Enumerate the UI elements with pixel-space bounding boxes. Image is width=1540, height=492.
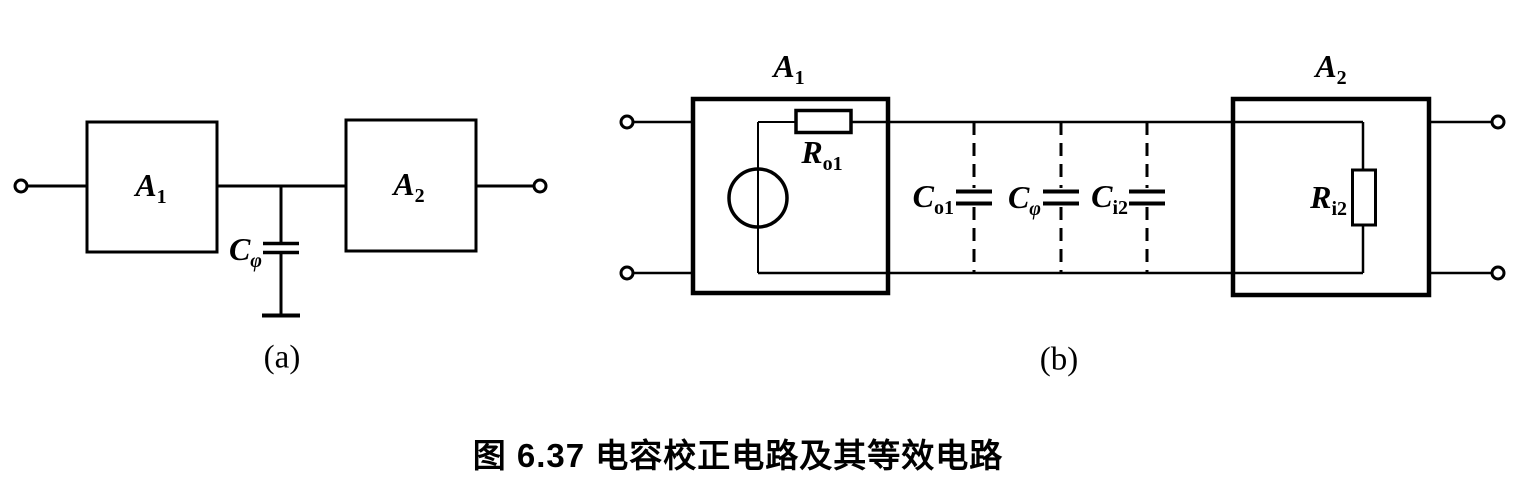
label-main: C — [912, 178, 934, 214]
subfigure-b — [619, 96, 1506, 298]
label-main: R — [801, 134, 823, 170]
label-cphi-capacitor-b: Cφ — [1008, 181, 1041, 219]
label-a2-block: A2 — [393, 168, 424, 206]
subfigure-a — [13, 118, 548, 318]
resistor-ri2-symbol — [1351, 168, 1377, 227]
amplifier-block-a2 — [1230, 96, 1432, 298]
label-ro1-resistor: Ro1 — [801, 136, 842, 174]
subfigure-b-label: (b) — [1039, 341, 1079, 378]
output-terminal-top-icon — [1490, 114, 1506, 130]
input-terminal-top-icon — [619, 114, 635, 130]
label-sub: o1 — [822, 153, 843, 175]
label-sub: 2 — [414, 185, 425, 207]
label-main: A — [393, 166, 415, 202]
label-sub: 1 — [794, 67, 805, 89]
label-main: C — [1091, 178, 1113, 214]
capacitor-cphi-symbol — [1043, 122, 1079, 273]
label-sub: o1 — [934, 197, 954, 219]
input-terminal-icon — [13, 178, 29, 194]
label-a1-block: A1 — [135, 169, 166, 207]
label-main: A — [135, 167, 157, 203]
resistor-ro1-symbol — [794, 108, 853, 135]
amplifier-block-a1 — [690, 96, 891, 296]
label-sub: i2 — [1331, 198, 1347, 220]
label-a1-block-b: A1 — [773, 50, 804, 88]
label-main: A — [1315, 48, 1337, 84]
output-terminal-bottom-icon — [1490, 265, 1506, 281]
label-co1-capacitor: Co1 — [913, 180, 954, 218]
label-cphi-capacitor: Cφ — [229, 233, 262, 271]
label-main: A — [773, 48, 795, 84]
label-sub: φ — [1029, 198, 1041, 220]
label-main: C — [1007, 179, 1030, 215]
label-sub: φ — [250, 250, 262, 272]
label-main: R — [1310, 179, 1332, 215]
label-a2-block-b: A2 — [1315, 50, 1346, 88]
subfigure-a-label: (a) — [263, 339, 301, 376]
label-ri2-resistor: Ri2 — [1310, 181, 1347, 219]
label-ci2-capacitor: Ci2 — [1091, 180, 1128, 218]
capacitor-ci2-symbol — [1129, 122, 1165, 273]
label-sub: i2 — [1112, 197, 1128, 219]
label-sub: 2 — [1336, 67, 1347, 89]
input-terminal-bottom-icon — [619, 265, 635, 281]
capacitor-co1-symbol — [956, 122, 992, 273]
label-main: C — [228, 231, 251, 267]
output-terminal-icon — [532, 178, 548, 194]
figure-caption: 图 6.37 电容校正电路及其等效电路 — [472, 437, 1004, 474]
label-sub: 1 — [156, 186, 167, 208]
current-source-icon — [727, 167, 789, 229]
